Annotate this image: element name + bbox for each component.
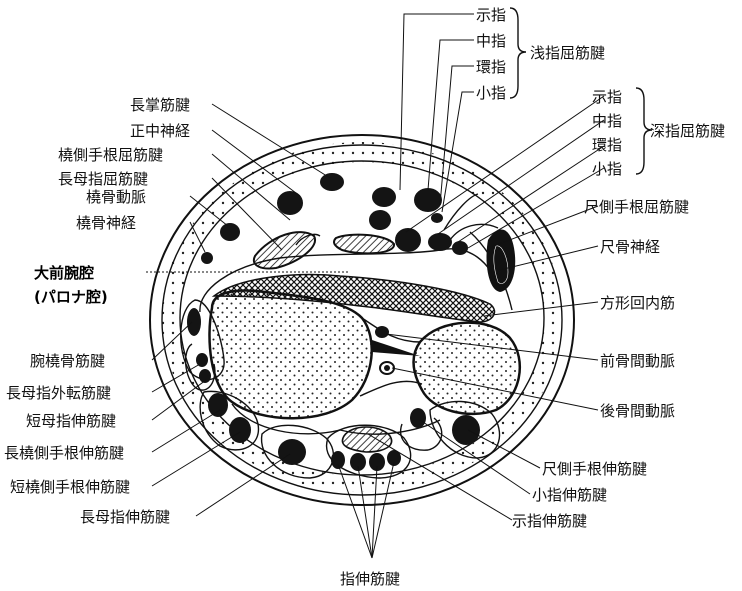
label-radial-artery: 橈骨動脈 — [86, 188, 146, 206]
edc-tendon-2 — [350, 453, 366, 471]
label-sds-middle: 中指 — [476, 32, 506, 50]
median-nerve — [252, 231, 317, 270]
label-radial-nerve: 橈骨神経 — [76, 214, 136, 232]
ecrl-tendon — [208, 393, 228, 417]
label-sds-group: 浅指屈筋腱 — [530, 44, 605, 62]
palmaris-longus-tendon — [320, 173, 344, 191]
sds-ring — [369, 210, 391, 230]
flexor-tendons — [201, 173, 516, 375]
ecrb-tendon — [229, 417, 251, 443]
ecu-tendon — [452, 415, 480, 445]
label-edm: 小指伸筋腱 — [532, 486, 607, 504]
epb-tendon — [199, 369, 211, 383]
extensor-compartments — [180, 299, 501, 479]
ulna-bone — [412, 321, 522, 416]
label-fcu: 尺側手根屈筋腱 — [584, 198, 689, 216]
leader-lines — [146, 13, 605, 559]
fdp-middle — [428, 233, 452, 251]
fdp-index — [395, 228, 421, 252]
sds-middle — [414, 188, 442, 212]
label-fdp-middle: 中指 — [592, 112, 622, 130]
anterior-interosseous-artery — [375, 326, 389, 338]
label-fpl: 長母指屈筋腱 — [58, 170, 148, 188]
label-fdp-little: 小指 — [592, 160, 622, 178]
edc-tendon-1 — [331, 451, 345, 469]
radial-nerve — [201, 252, 213, 264]
sds-little — [431, 213, 443, 223]
epl-tendon — [278, 439, 306, 465]
label-epl: 長母指伸筋腱 — [80, 508, 170, 526]
radial-artery — [220, 223, 240, 241]
labels: 示指 中指 環指 小指 浅指屈筋腱 示指 中指 環指 小指 深指屈筋腱 長掌筋腱… — [4, 6, 725, 588]
label-eip: 示指伸筋腱 — [512, 512, 587, 530]
label-fcr: 橈側手根屈筋腱 — [58, 146, 163, 164]
fdp-ring — [452, 241, 468, 255]
ulnar-nerve — [493, 245, 509, 284]
label-fdp-group: 深指屈筋腱 — [650, 122, 725, 140]
label-apl: 長母指外転筋腱 — [6, 384, 111, 402]
label-posterior-interosseous-artery: 後骨間動脈 — [600, 402, 675, 420]
label-palmaris-longus: 長掌筋腱 — [130, 96, 190, 114]
label-fdp-ring: 環指 — [592, 136, 622, 154]
edc-tendon-4 — [387, 450, 401, 466]
sds-index — [372, 187, 396, 207]
edc-tendon-3 — [369, 453, 385, 471]
label-median-nerve: 正中神経 — [130, 122, 190, 140]
label-ulnar-nerve: 尺骨神経 — [600, 238, 660, 256]
group-braces — [509, 7, 653, 175]
label-parona-space: (パロナ腔) — [34, 288, 108, 306]
label-epb: 短母指伸筋腱 — [26, 412, 116, 430]
label-edc: 指伸筋腱 — [340, 570, 400, 588]
label-anterior-interosseous-artery: 前骨間動脈 — [600, 352, 675, 370]
ulnar-artery — [333, 233, 395, 255]
pronator-quadratus — [211, 273, 496, 323]
brachioradialis-tendon — [187, 308, 201, 336]
eip-tendon — [341, 426, 393, 453]
radius-bone — [208, 289, 373, 420]
label-ecu: 尺側手根伸筋腱 — [542, 460, 647, 478]
label-sds-little: 小指 — [476, 84, 506, 102]
label-fdp-index: 示指 — [592, 88, 622, 106]
fcr-tendon — [277, 191, 303, 215]
label-sds-ring: 環指 — [476, 58, 506, 76]
label-sds-index: 示指 — [476, 6, 506, 24]
label-ecrl: 長橈側手根伸筋腱 — [4, 444, 124, 462]
label-ecrb: 短橈側手根伸筋腱 — [10, 478, 130, 496]
label-forearm-space: 大前腕腔 — [34, 264, 94, 282]
apl-tendon — [196, 353, 208, 367]
label-brachioradialis: 腕橈骨筋腱 — [30, 352, 105, 370]
extensor-tendons — [187, 308, 480, 471]
label-pronator-quadratus: 方形回内筋 — [600, 294, 675, 312]
edm-tendon — [410, 408, 426, 428]
